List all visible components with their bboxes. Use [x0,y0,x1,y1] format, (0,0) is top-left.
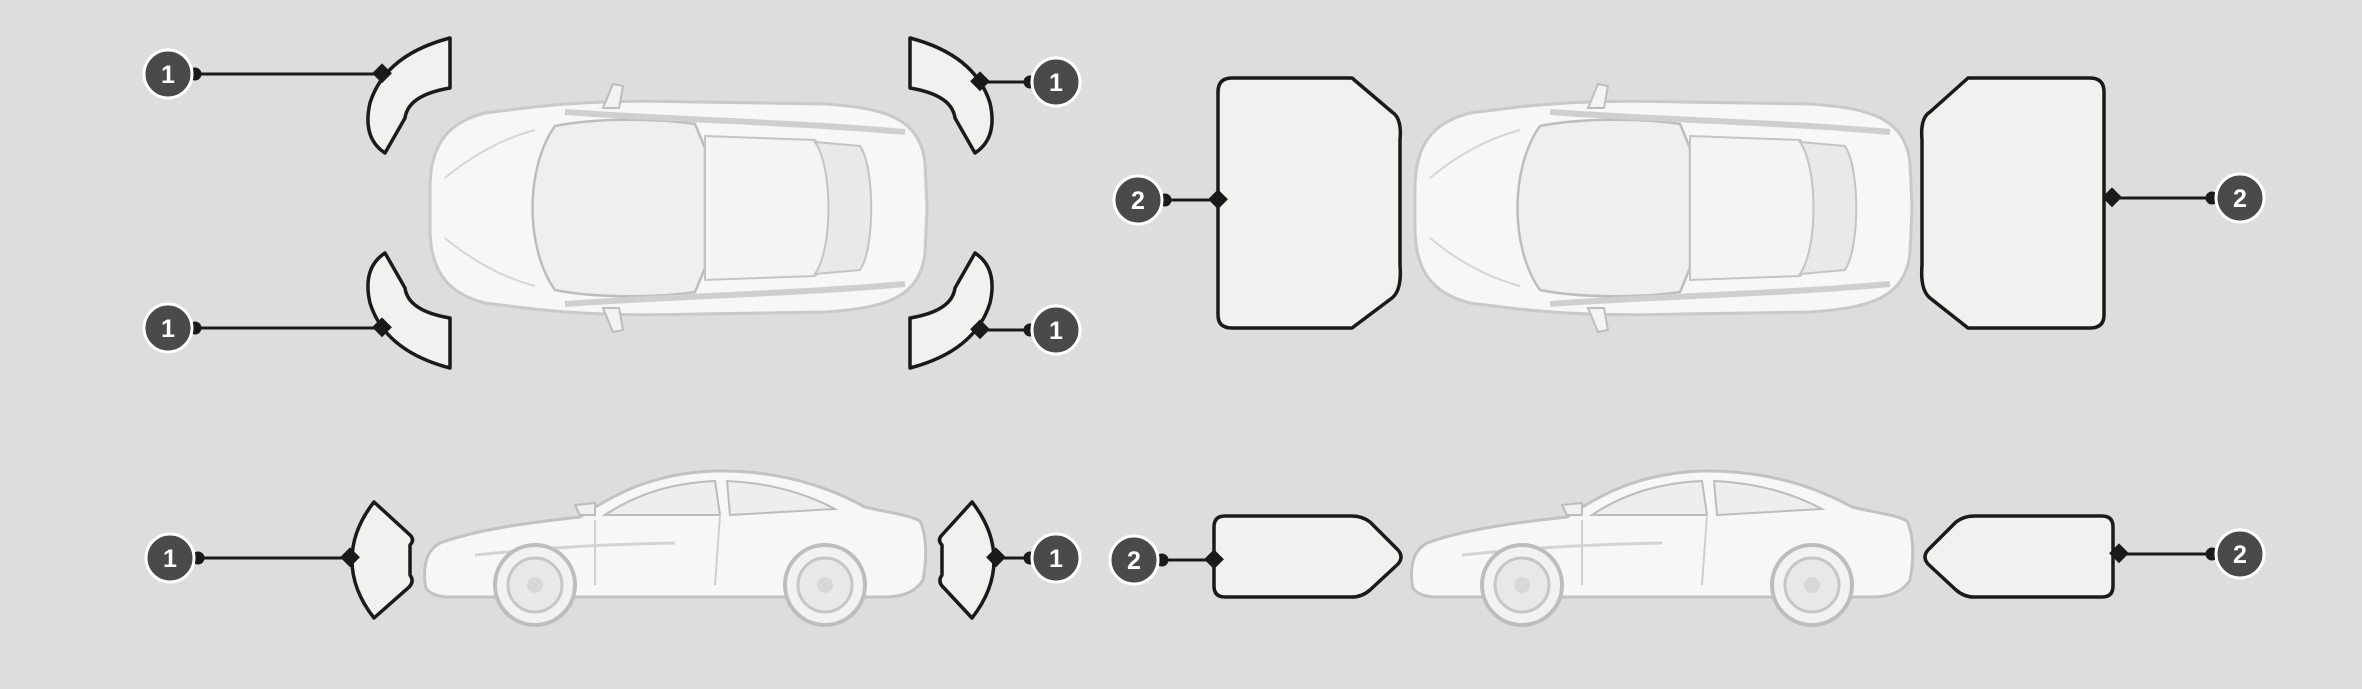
callout-label: 2 [1131,187,1145,215]
callout-label: 1 [161,61,175,89]
detection-zone-rear-right [908,251,994,370]
callout-label: 1 [1049,545,1063,573]
detection-zone-rear [1919,76,2106,330]
car-side-view [1409,468,1915,627]
callout-label: 1 [1049,317,1063,345]
detection-zone-rear-left [908,36,994,155]
callout-badge: 2 [2214,172,2266,224]
detection-zone-front-side [350,500,415,620]
detection-zone-rear-side-wide [1923,514,2115,599]
callout-badge: 2 [2214,528,2266,580]
callout-label: 1 [1049,69,1063,97]
panel-top-front-rear-sensors: 2 2 [1112,76,2266,332]
panel-top-corner-sensors: 1 1 1 1 [142,36,1082,370]
leader-lines-panel-d [1155,543,2219,570]
detection-zone-front-side-wide [1212,514,1403,599]
callout-label: 2 [2233,541,2247,569]
leader-lines-panel-c [191,547,1037,568]
panel-side-front-rear-sensors: 2 2 [1108,468,2266,627]
callout-badge: 1 [142,48,194,100]
car-side-view [422,468,928,627]
detection-zone-front-right [366,251,452,370]
callout-badge: 1 [1030,56,1082,108]
car-top-view [1415,84,1912,332]
callout-badge: 2 [1112,174,1164,226]
detection-zone-rear-side [937,500,996,620]
callout-badge: 1 [1030,532,1082,584]
callout-badge: 1 [142,302,194,354]
panel-side-corner-sensors: 1 1 [144,468,1082,627]
detection-zone-front [1216,76,1403,330]
callout-label: 1 [163,545,177,573]
callout-label: 2 [1127,547,1141,575]
callout-label: 1 [161,315,175,343]
callout-badge: 1 [1030,304,1082,356]
detection-zone-front-left [366,36,452,155]
car-top-view [430,84,927,332]
callout-badge: 1 [144,532,196,584]
callout-badge: 2 [1108,534,1160,586]
callout-label: 2 [2233,185,2247,213]
